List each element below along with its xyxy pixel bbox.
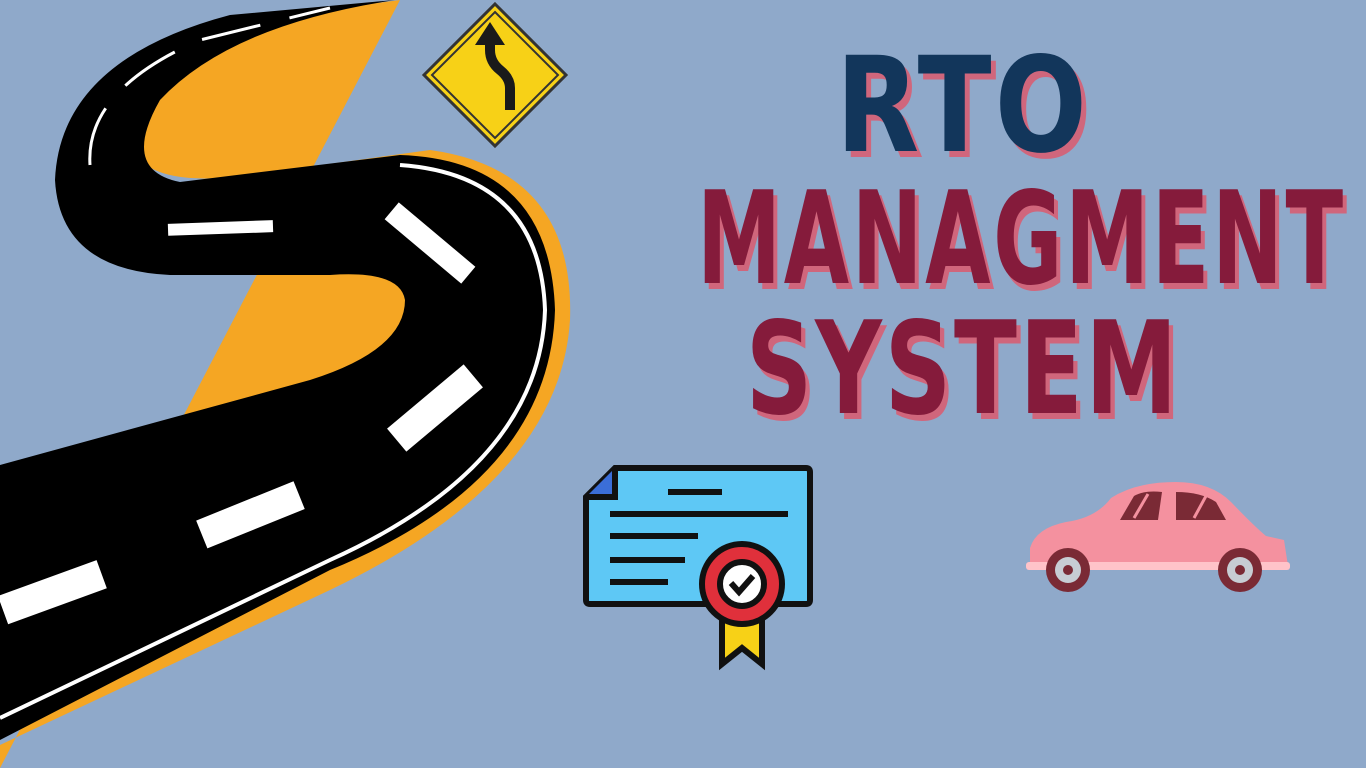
- title-line-system: SYSTEM: [745, 295, 1181, 444]
- title-line-managment: MANAGMENT: [697, 165, 1346, 314]
- winding-road-icon: [0, 0, 571, 768]
- certificate-icon: [583, 465, 813, 671]
- curve-left-warning-sign-icon: [421, 1, 569, 149]
- title-line-rto: RTO: [835, 29, 1091, 183]
- car-icon: [1026, 482, 1290, 592]
- title: RTO MANAGMENT SYSTEM: [560, 40, 1366, 434]
